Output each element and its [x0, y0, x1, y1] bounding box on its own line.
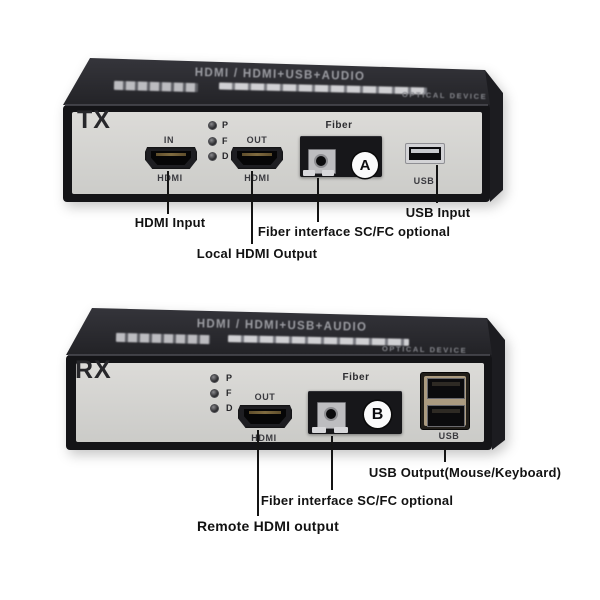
- tx-callout-hdmi-input: [167, 171, 169, 214]
- tx-led-fiber-label: F: [222, 136, 228, 146]
- tx-hdmi-out-port: [231, 147, 283, 169]
- tx-fiber-badge: A: [352, 152, 378, 178]
- rx-fiber-label: Fiber: [342, 372, 370, 383]
- rx-label: RX: [75, 356, 112, 384]
- tx-led-fiber: [208, 137, 217, 146]
- rx-annotation-usb-output: USB Output(Mouse/Keyboard): [368, 465, 562, 480]
- rx-led-data: [210, 404, 219, 413]
- tx-hdmi-in-port: [145, 147, 197, 169]
- rx-callout-fiber: [331, 436, 333, 490]
- tx-label: TX: [77, 106, 111, 134]
- tx-led-power-label: P: [222, 120, 229, 130]
- tx-led-power: [208, 121, 217, 130]
- rx-fiber-module: B: [308, 391, 402, 434]
- rx-annotation-remote-hdmi-output: Remote HDMI output: [196, 518, 340, 534]
- rx-callout-usb: [444, 447, 446, 462]
- tx-usb-port: [405, 143, 445, 164]
- tx-callout-local-hdmi-output: [251, 171, 253, 244]
- tx-hdmi-in-name: IN: [163, 135, 175, 145]
- tx-led-data: [208, 152, 217, 161]
- tx-sc-clip: [322, 170, 334, 176]
- rx-sc-clip: [312, 427, 326, 433]
- rx-hdmi-out-port: [238, 405, 292, 428]
- tx-fiber-label: Fiber: [325, 120, 353, 131]
- rx-callout-remote-hdmi: [257, 430, 259, 516]
- tx-fiber-module: A: [300, 136, 382, 178]
- rx-band-subtitle: OPTICAL DEVICE: [381, 344, 468, 355]
- rx-led-data-label: D: [226, 403, 233, 413]
- rx-usb-port-top: [427, 378, 465, 399]
- tx-hdmi-out-type: HDMI: [244, 173, 270, 183]
- tx-annotation-fiber: Fiber interface SC/FC optional: [257, 224, 451, 239]
- rx-annotation-fiber: Fiber interface SC/FC optional: [260, 493, 454, 508]
- rx-led-fiber: [210, 389, 219, 398]
- rx-sc-hole: [324, 407, 338, 421]
- tx-hdmi-in-type: HDMI: [157, 173, 183, 183]
- rx-sc-clip: [334, 427, 348, 433]
- rx-led-power-label: P: [226, 373, 233, 383]
- rx-hdmi-out-type: HDMI: [251, 433, 277, 443]
- tx-callout-fiber: [317, 178, 319, 222]
- rx-fiber-badge: B: [364, 401, 391, 428]
- tx-annotation-hdmi-input: HDMI Input: [134, 215, 206, 230]
- rx-usb-port-bottom: [427, 405, 465, 427]
- rx-hdmi-out-name: OUT: [254, 392, 276, 402]
- rx-usb-label: USB: [438, 431, 460, 441]
- tx-annotation-local-hdmi-output: Local HDMI Output: [196, 246, 318, 261]
- tx-callout-usb: [436, 165, 438, 203]
- tx-hdmi-out-name: OUT: [246, 135, 268, 145]
- tx-usb-label: USB: [413, 176, 435, 186]
- tx-annotation-usb-input: USB Input: [405, 205, 471, 220]
- tx-led-data-label: D: [222, 151, 229, 161]
- rx-led-fiber-label: F: [226, 388, 232, 398]
- rx-led-power: [210, 374, 219, 383]
- tx-sc-hole: [314, 154, 328, 168]
- tx-sc-clip: [303, 170, 315, 176]
- rx-usb-dual-port: [420, 372, 470, 430]
